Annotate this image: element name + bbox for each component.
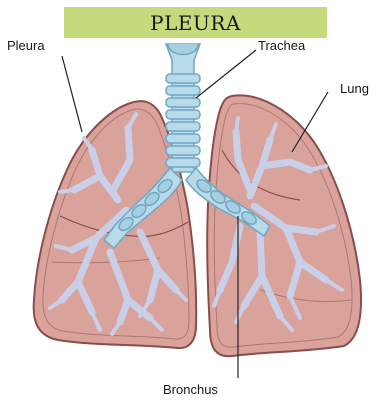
pleura-leader-line xyxy=(62,56,82,132)
lung-label: Lung xyxy=(340,81,369,96)
pleura-label: Pleura xyxy=(7,38,45,53)
trachea-leader-line xyxy=(196,50,256,98)
trachea xyxy=(166,44,200,172)
bronchus-label: Bronchus xyxy=(163,382,218,397)
trachea-label: Trachea xyxy=(258,38,306,53)
